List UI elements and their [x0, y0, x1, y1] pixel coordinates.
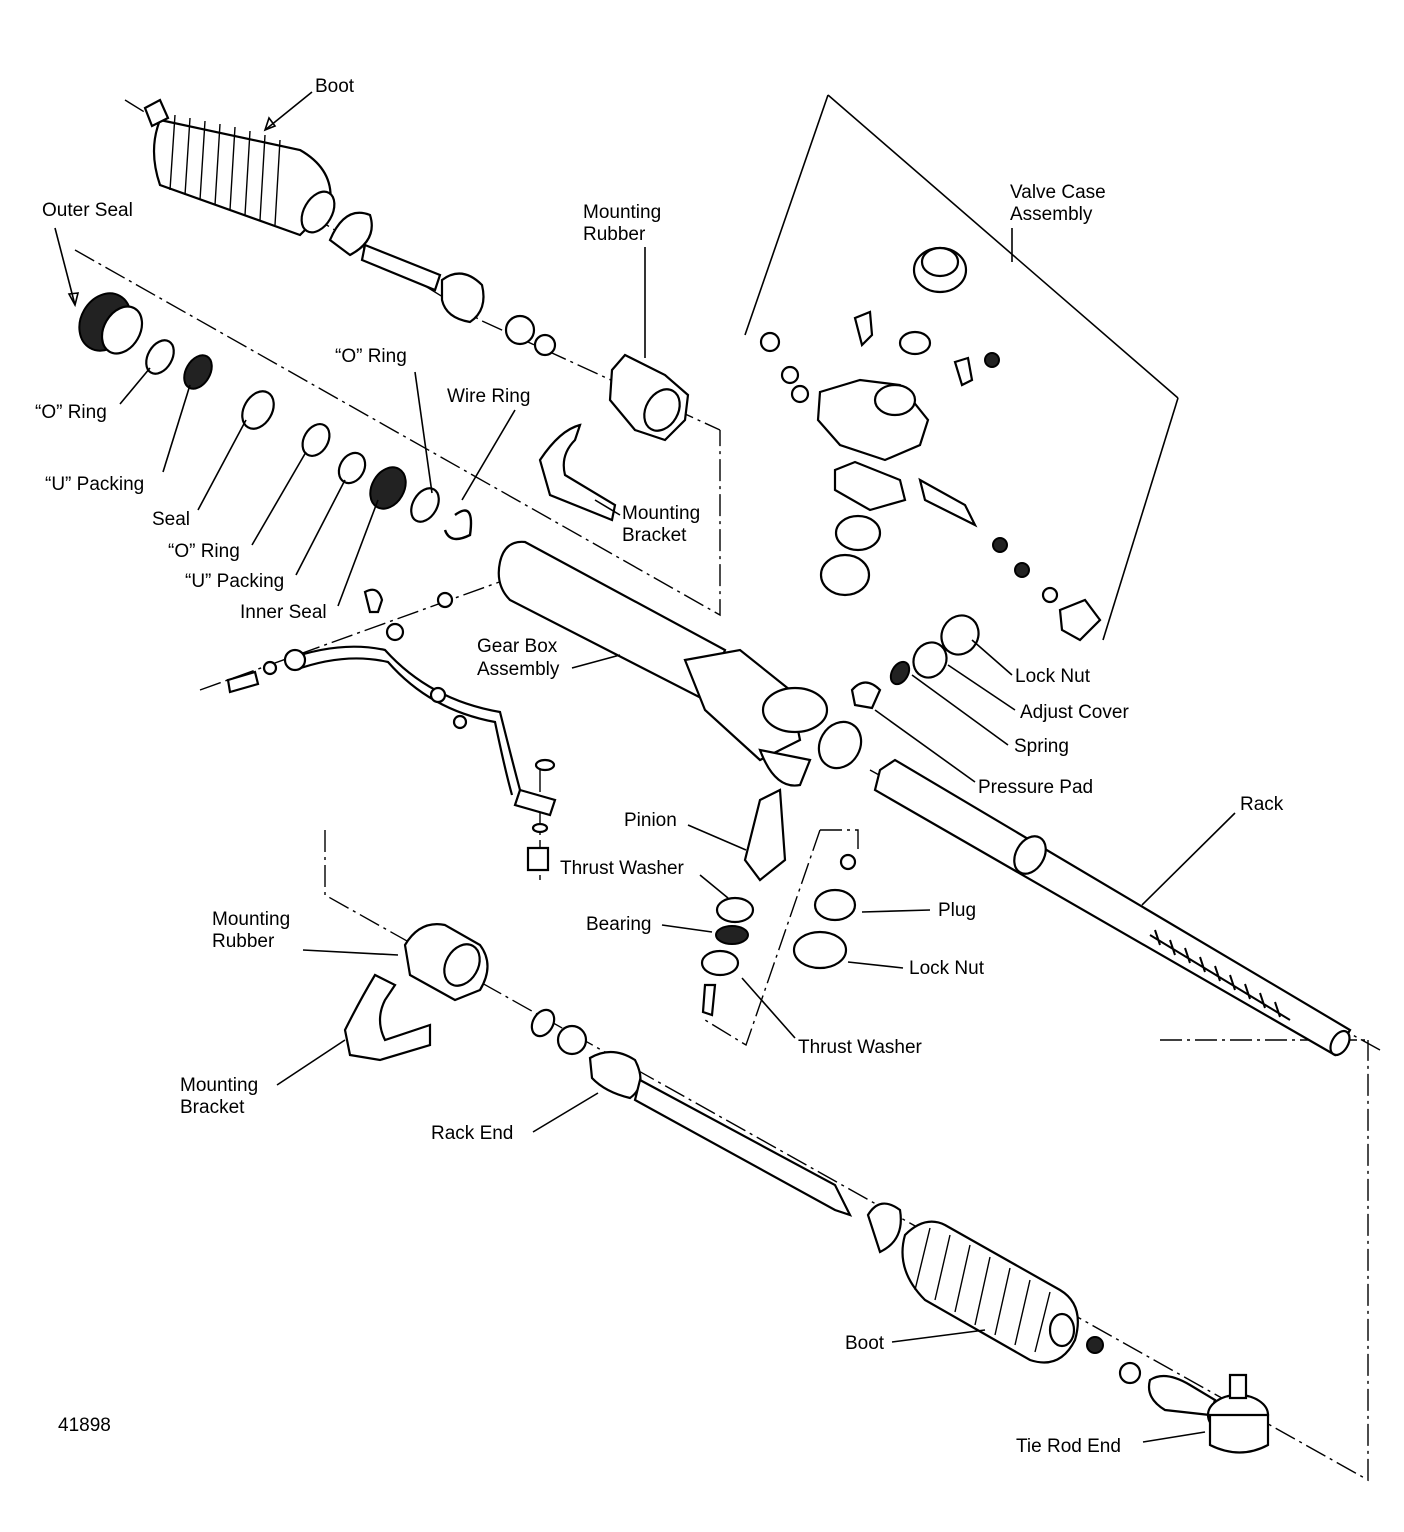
label-wire-ring: Wire Ring — [447, 386, 530, 407]
label-mounting-bracket-top-1: Mounting — [622, 503, 700, 524]
label-mounting-bracket-top-2: Bracket — [622, 525, 687, 546]
wire-ring-part — [443, 509, 473, 541]
label-rack-end: Rack End — [431, 1123, 513, 1144]
u-packing-2-part — [337, 451, 367, 485]
label-valve-case-2: Assembly — [1010, 204, 1093, 225]
boot-clamp-bot — [866, 1202, 902, 1254]
boot-top-part — [143, 98, 336, 237]
seal-part — [241, 390, 275, 430]
inner-seal-part — [369, 466, 407, 510]
outer-seal-part — [78, 292, 144, 355]
boot-clamp-top — [328, 211, 373, 257]
pinion-parts — [700, 788, 857, 1017]
label-inner-seal: Inner Seal — [240, 602, 327, 623]
label-u-packing-2: “U” Packing — [185, 571, 284, 592]
lock-washer-bot-part — [556, 1024, 588, 1056]
o-ring-3-part — [410, 487, 440, 523]
lock-washer-top — [504, 314, 536, 346]
label-u-packing-1: “U” Packing — [45, 474, 144, 495]
figure-number: 41898 — [58, 1415, 111, 1436]
label-mounting-rubber-top-2: Rubber — [583, 224, 646, 245]
mounting-rubber-top-part — [608, 353, 690, 442]
label-plug: Plug — [938, 900, 976, 921]
mounting-bracket-top-part — [538, 423, 617, 522]
boot-bottom-part — [901, 1220, 1079, 1364]
valve-case-frame — [744, 94, 1179, 641]
label-bearing: Bearing — [586, 914, 652, 935]
label-rack: Rack — [1240, 794, 1284, 815]
adjuster-parts — [850, 614, 980, 710]
label-boot-top: Boot — [315, 76, 355, 97]
label-gear-box-2: Assembly — [477, 659, 560, 680]
label-pinion: Pinion — [624, 810, 677, 831]
mounting-rubber-bot-part — [403, 923, 489, 1002]
leader-lines — [54, 91, 1236, 1443]
o-ring-1-part — [145, 339, 175, 375]
label-thrust-washer-1: Thrust Washer — [560, 858, 685, 879]
label-o-ring-3: “O” Ring — [335, 346, 407, 367]
label-thrust-washer-2: Thrust Washer — [798, 1037, 923, 1058]
label-mounting-rubber-bot-1: Mounting — [212, 909, 290, 930]
part-labels: Boot Outer Seal “O” Ring “U” Packing Sea… — [35, 76, 1284, 1457]
inner-ball-joint-top — [440, 272, 485, 324]
label-mounting-rubber-bot-2: Rubber — [212, 931, 275, 952]
label-boot-bottom: Boot — [845, 1333, 885, 1354]
label-tie-rod-end: Tie Rod End — [1016, 1436, 1121, 1457]
center-lines — [74, 99, 1381, 1482]
tie-rod-end-part — [1147, 1373, 1270, 1454]
mounting-bracket-bot-part — [343, 973, 432, 1062]
hose-lines — [226, 588, 557, 872]
u-packing-1-part — [183, 354, 213, 390]
rack-end-part — [588, 1050, 853, 1217]
gear-box-part — [497, 540, 863, 787]
valve-case-parts — [759, 246, 1102, 642]
label-lock-nut-bottom: Lock Nut — [909, 958, 985, 979]
label-adjust-cover: Adjust Cover — [1020, 702, 1129, 723]
label-mounting-bracket-bot-1: Mounting — [180, 1075, 258, 1096]
label-lock-nut-top: Lock Nut — [1015, 666, 1091, 687]
o-ring-2-part — [301, 423, 331, 457]
label-mounting-rubber-top-1: Mounting — [583, 202, 661, 223]
jam-nut-bot — [1118, 1361, 1142, 1385]
label-outer-seal: Outer Seal — [42, 200, 133, 221]
label-seal: Seal — [152, 509, 190, 530]
o-ring-bot-part — [530, 1008, 556, 1038]
label-gear-box-1: Gear Box — [477, 636, 558, 657]
label-pressure-pad: Pressure Pad — [978, 777, 1093, 798]
label-spring: Spring — [1014, 736, 1069, 757]
tie-rod-shaft-top — [360, 243, 442, 292]
label-o-ring-1: “O” Ring — [35, 402, 107, 423]
rack-part — [873, 758, 1352, 1057]
label-o-ring-2: “O” Ring — [168, 541, 240, 562]
label-valve-case-1: Valve Case — [1010, 182, 1106, 203]
snap-ring-top — [533, 333, 557, 357]
label-mounting-bracket-bot-2: Bracket — [180, 1097, 245, 1118]
boot-clip-bot — [1086, 1336, 1104, 1354]
